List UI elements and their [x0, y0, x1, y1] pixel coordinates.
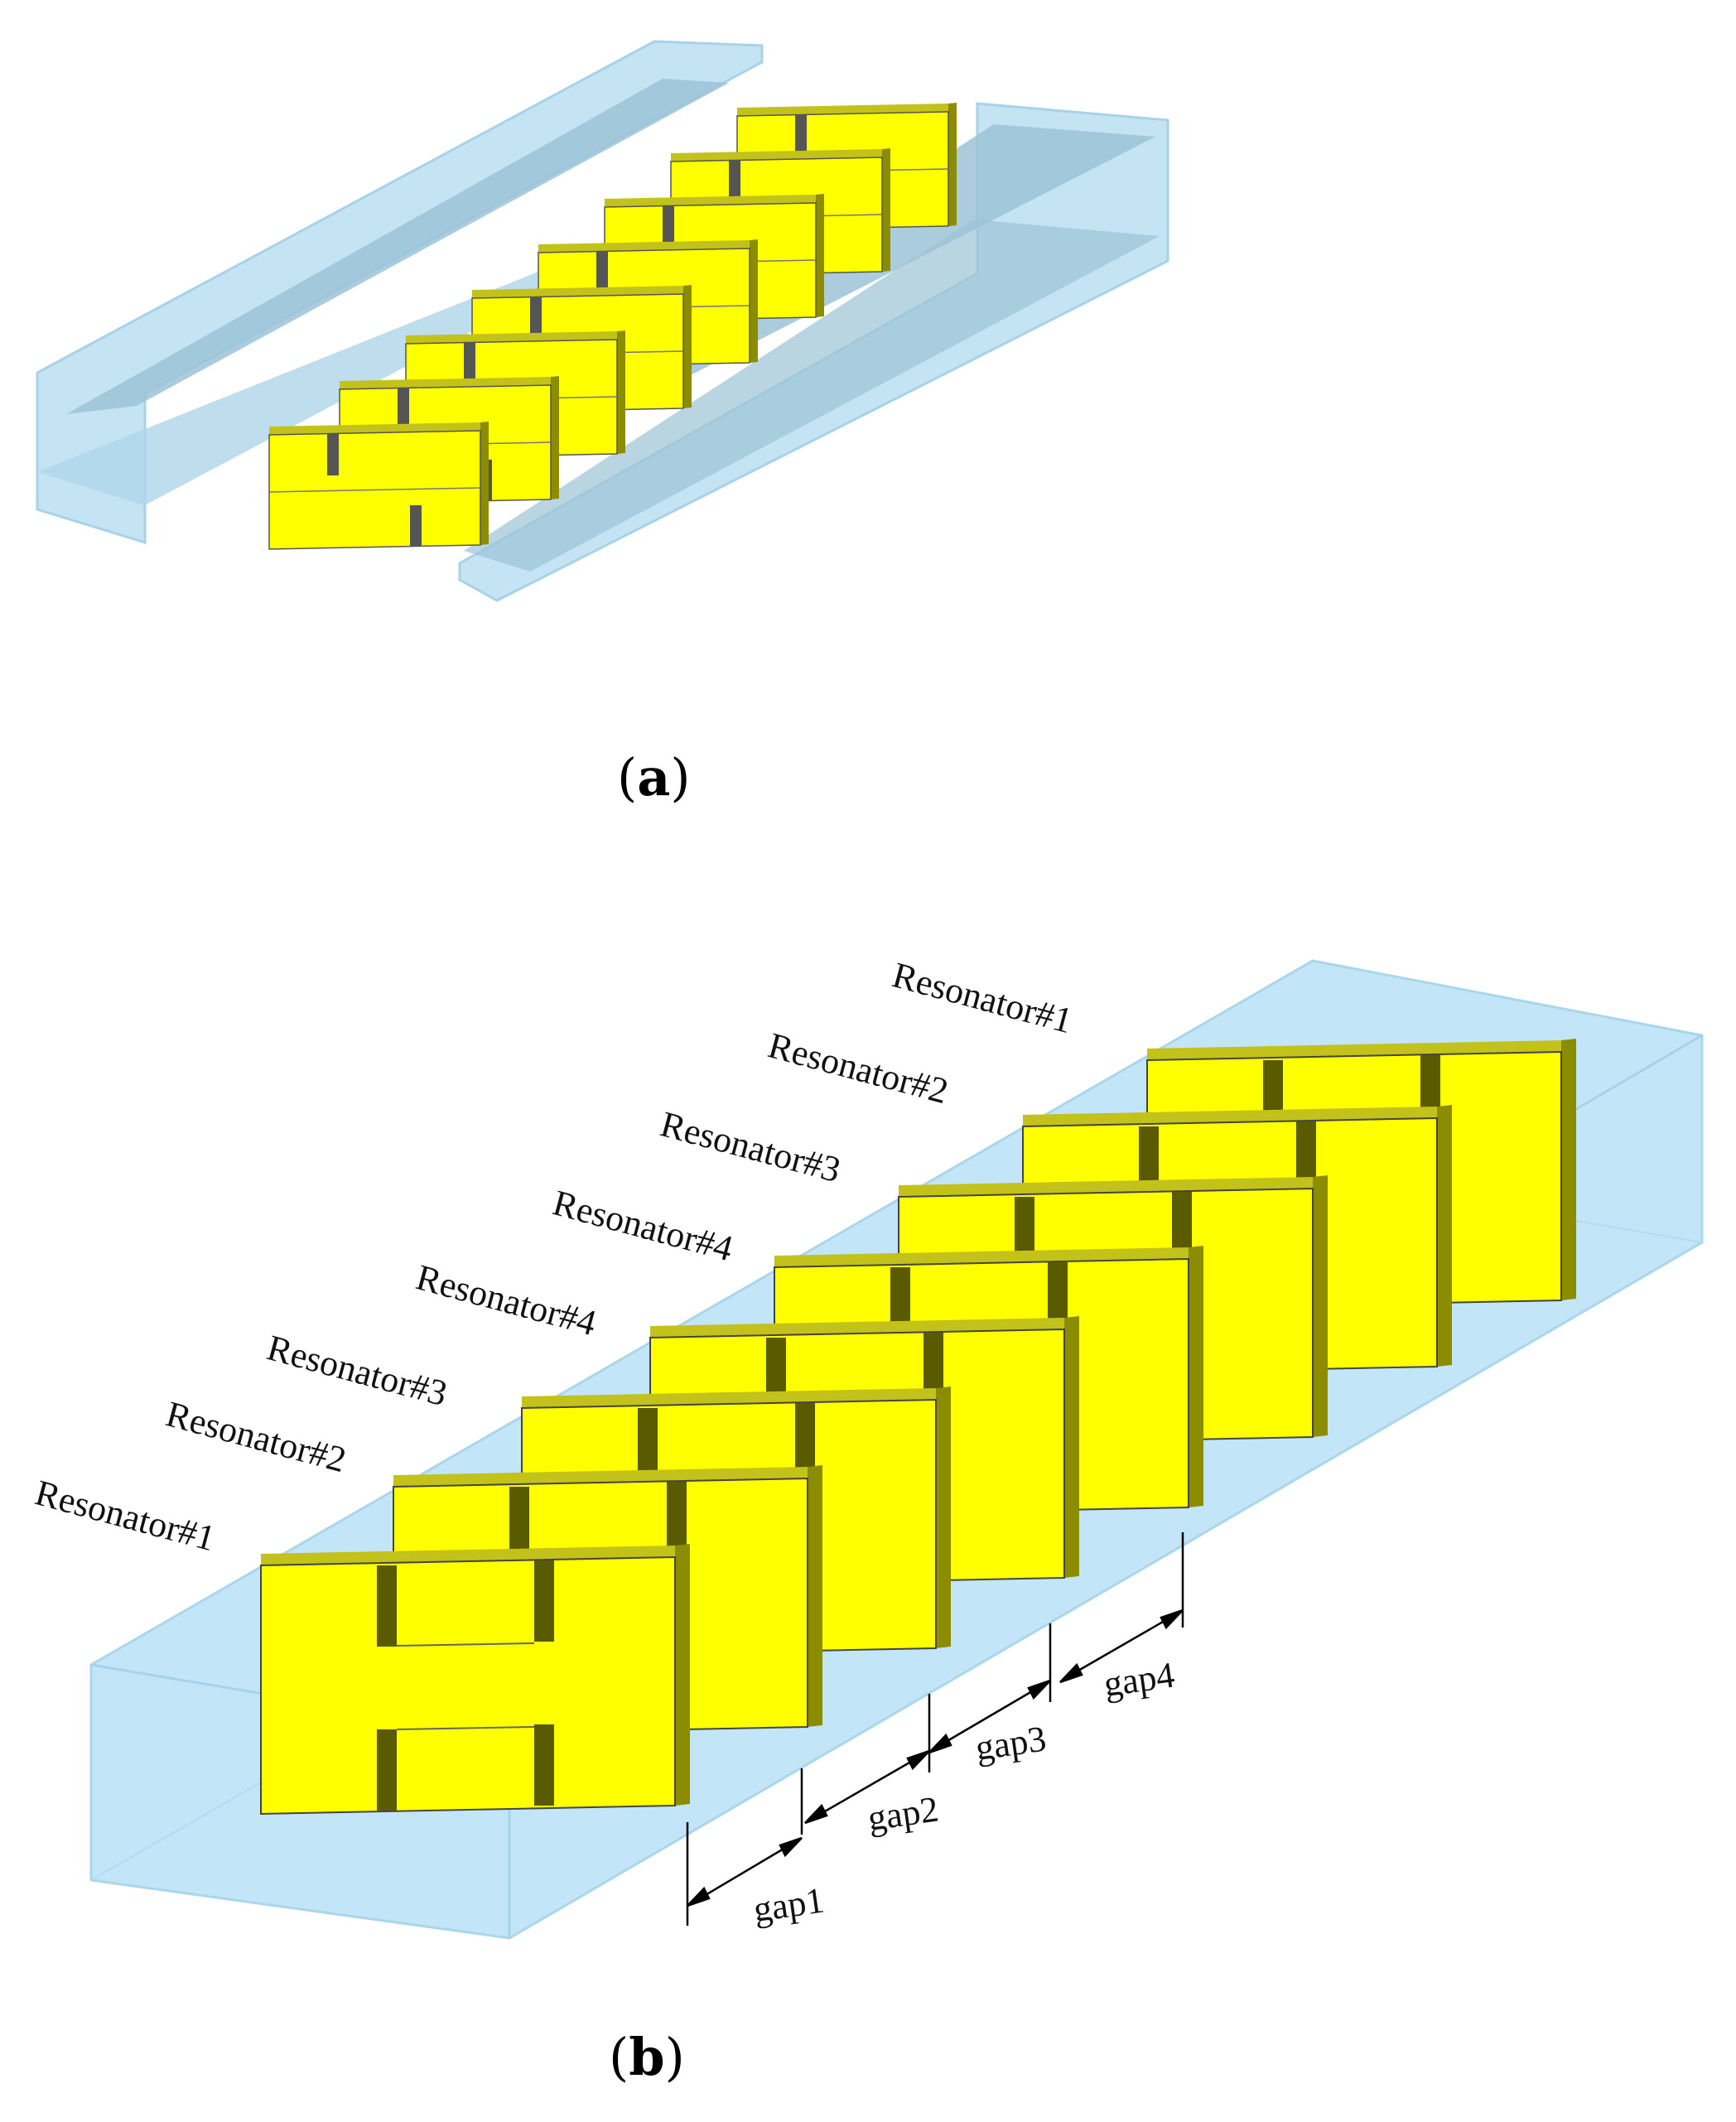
gap-dimensions [686, 1532, 1184, 1926]
resonator-a-1 [268, 421, 489, 550]
label-gap3: gap3 [973, 1718, 1049, 1768]
label-resonator-4-front: Resonator#4 [412, 1256, 600, 1343]
caption-b: (b) [609, 2027, 685, 2087]
label-resonator-3-back: Resonator#3 [656, 1103, 845, 1190]
label-gap2: gap2 [866, 1788, 942, 1838]
resonator-b-1 [260, 1543, 691, 1815]
label-gap1: gap1 [751, 1879, 827, 1929]
label-resonator-2-front: Resonator#2 [162, 1393, 350, 1480]
label-resonator-2-back: Resonator#2 [764, 1025, 952, 1112]
label-gap4: gap4 [1102, 1654, 1178, 1704]
label-resonator-3-front: Resonator#3 [263, 1327, 451, 1414]
label-resonator-1-front: Resonator#1 [31, 1472, 219, 1559]
caption-a: (a) [617, 747, 691, 808]
gap-labels: gap1 gap2 gap3 gap4 [751, 1654, 1178, 1929]
panel-a: (a) [36, 40, 1169, 808]
label-resonator-1-back: Resonator#1 [888, 954, 1077, 1041]
label-resonator-4-back: Resonator#4 [548, 1182, 737, 1269]
panel-b: Resonator#1 Resonator#2 Resonator#3 Reso… [31, 954, 1704, 2087]
waveguide-left [36, 40, 764, 545]
